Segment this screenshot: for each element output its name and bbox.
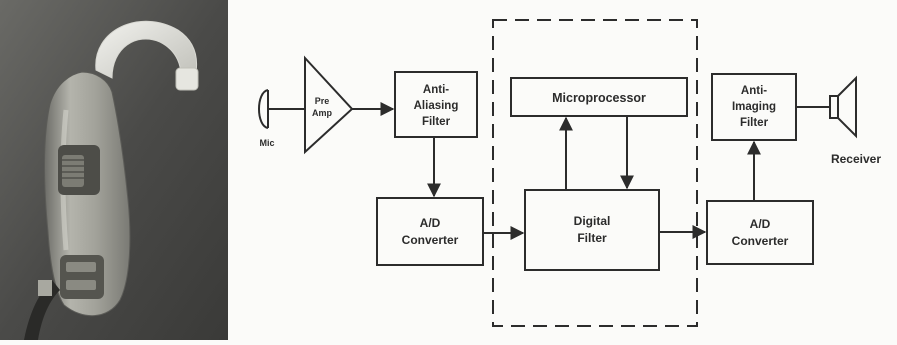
ad-converter-1-box: [376, 197, 484, 266]
receiver-icon: [829, 95, 839, 119]
mic-label: Mic: [259, 138, 274, 148]
microprocessor-box: [510, 77, 688, 117]
digital-filter-label-2: Filter: [577, 231, 607, 245]
anti-aliasing-label-1: Anti-: [423, 84, 449, 96]
preamp-triangle: [304, 55, 354, 155]
processor-boundary: [492, 19, 698, 327]
diagram-canvas: Mic Pre Amp Anti- Aliasing Filter A/D Co…: [258, 19, 881, 327]
anti-aliasing-label-3: Filter: [422, 116, 451, 128]
adc2-label-1: A/D: [750, 217, 771, 231]
block-diagram: Mic Pre Amp Anti- Aliasing Filter A/D Co…: [228, 0, 897, 340]
ad-converter-2-box: [706, 200, 814, 265]
anti-imaging-label-3: Filter: [740, 117, 769, 129]
receiver-label: Receiver: [831, 152, 881, 166]
anti-aliasing-label-2: Aliasing: [414, 100, 459, 112]
digital-filter-label-1: Digital: [574, 214, 611, 228]
digital-filter-box: [524, 189, 660, 271]
adc2-label-2: Converter: [732, 234, 789, 248]
hearing-aid-photo: [0, 0, 228, 340]
preamp-label-1: Pre: [315, 96, 330, 106]
battery-door: [60, 255, 104, 299]
anti-imaging-label-1: Anti-: [741, 85, 767, 97]
preamp-label-2: Amp: [312, 108, 333, 118]
anti-aliasing-filter-box: [394, 71, 478, 138]
microprocessor-label: Microprocessor: [552, 91, 646, 105]
anti-imaging-label-2: Imaging: [732, 101, 776, 113]
adc1-label-2: Converter: [402, 233, 459, 247]
hearing-aid-illustration: [0, 0, 228, 340]
adc1-label-1: A/D: [420, 216, 441, 230]
receiver-cone: [837, 75, 857, 139]
mic-icon: [258, 89, 269, 129]
